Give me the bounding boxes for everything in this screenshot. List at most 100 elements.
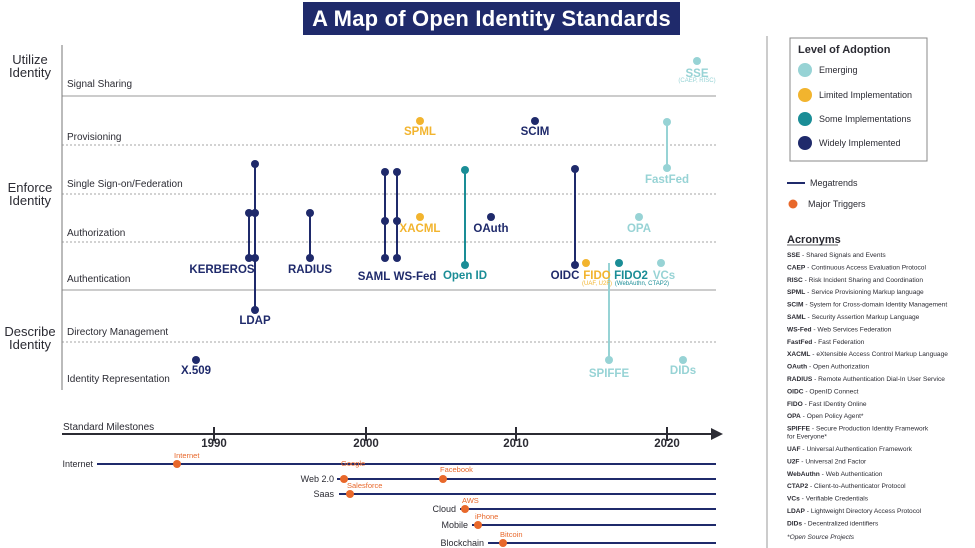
- acronym-definition: Decentralized identifiers: [808, 520, 879, 527]
- acronym-separator: -: [805, 289, 811, 296]
- standard-marker: [416, 117, 424, 125]
- acronym-key: UAF: [787, 446, 801, 453]
- standard-label: OIDC: [551, 270, 580, 282]
- group-label: Identity: [9, 65, 51, 80]
- acronym-entry: XACML - eXtensible Access Control Markup…: [787, 351, 948, 358]
- layer-label: Single Sign-on/Federation: [67, 179, 183, 190]
- trigger-legend-label: Major Triggers: [808, 199, 866, 209]
- acronym-definition: Shared Signals and Events: [806, 252, 886, 259]
- acronym-entry: SSE - Shared Signals and Events: [787, 252, 886, 259]
- standard-marker: [605, 356, 613, 364]
- standard-marker: [251, 160, 259, 168]
- acronym-key: FastFed: [787, 339, 812, 346]
- acronym-key: U2F: [787, 458, 799, 465]
- acronym-key: XACML: [787, 351, 810, 358]
- acronym-entry: FastFed - Fast Federation: [787, 339, 865, 346]
- year-label: 2010: [503, 438, 529, 450]
- standard-label: OPA: [627, 223, 651, 235]
- acronym-key: CAEP: [787, 264, 806, 271]
- legend-swatch: [798, 88, 812, 102]
- acronym-definition: Client-to-Authenticator Protocol: [814, 483, 906, 490]
- trigger-marker: [340, 475, 348, 483]
- group-label: Identity: [9, 193, 51, 208]
- acronym-entry: CAEP - Continuous Access Evaluation Prot…: [787, 264, 926, 271]
- trigger-label: iPhone: [475, 512, 498, 521]
- acronym-key: FIDO: [787, 401, 803, 408]
- legend-swatch: [798, 112, 812, 126]
- acronym-separator: -: [806, 314, 812, 321]
- acronym-separator: -: [800, 496, 806, 503]
- standard-marker: [393, 217, 401, 225]
- acronym-key: OIDC: [787, 388, 804, 395]
- acronym-entry: SPIFFE - Secure Production Identity Fram…: [787, 426, 929, 433]
- megatrend-label: Mobile: [441, 520, 468, 530]
- acronym-entry: DIDs - Decentralized identifiers: [787, 520, 879, 527]
- trigger-marker: [474, 521, 482, 529]
- standard-marker: [245, 254, 253, 262]
- layer-label: Directory Management: [67, 327, 168, 338]
- acronym-entry: SAML - Security Assertion Markup Languag…: [787, 314, 920, 321]
- acronym-entry: OAuth - Open Authorization: [787, 364, 869, 371]
- acronym-separator: -: [803, 401, 809, 408]
- acronym-key: WebAuthn: [787, 471, 820, 478]
- acronym-separator: -: [803, 388, 809, 395]
- acronym-entry: OIDC - OpenID Connect: [787, 388, 859, 395]
- group-label: Utilize: [12, 52, 47, 67]
- acronym-separator: -: [808, 483, 814, 490]
- trigger-marker: [346, 490, 354, 498]
- standard-marker: [693, 57, 701, 65]
- group-label: Describe: [4, 324, 55, 339]
- acronym-definition: Service Provisioning Markup language: [811, 289, 924, 296]
- layer-label: Authentication: [67, 274, 130, 285]
- acronyms-footnote: *Open Source Projects: [787, 534, 855, 541]
- standard-marker: [531, 117, 539, 125]
- standard-marker: [571, 165, 579, 173]
- standard-label: FIDO2: [614, 270, 648, 282]
- acronym-definition: Universal 2nd Factor: [805, 458, 867, 465]
- trigger-marker: [499, 539, 507, 547]
- standard-marker: [663, 118, 671, 126]
- acronym-definition: Verifiable Credentials: [806, 496, 869, 503]
- acronym-definition: Open Authorization: [813, 364, 869, 371]
- acronym-key: OPA: [787, 413, 801, 420]
- standard-label: VCs: [653, 270, 675, 282]
- acronym-separator: -: [807, 364, 813, 371]
- acronym-definition: Web Services Federation: [817, 326, 891, 333]
- acronym-separator: -: [802, 520, 808, 527]
- acronym-key: SCIM: [787, 302, 804, 309]
- standard-label: SPIFFE: [589, 368, 630, 380]
- legend-swatch: [798, 63, 812, 77]
- trigger-marker: [461, 505, 469, 513]
- acronym-separator: -: [801, 446, 807, 453]
- acronym-separator: -: [812, 339, 818, 346]
- standard-marker: [657, 259, 665, 267]
- acronym-definition: Fast IDentity Online: [809, 401, 867, 408]
- standard-label: LDAP: [239, 315, 271, 327]
- legend-item-label: Limited Implementation: [819, 90, 912, 100]
- acronym-definition: Lightweight Directory Access Protocol: [811, 508, 922, 515]
- standard-marker: [251, 209, 259, 217]
- megatrend-label: Cloud: [432, 504, 456, 514]
- acronym-separator: -: [810, 426, 816, 433]
- standard-label: XACML: [400, 223, 441, 235]
- megatrend-label: Internet: [62, 459, 93, 469]
- standard-marker: [393, 254, 401, 262]
- acronym-key: OAuth: [787, 364, 807, 371]
- acronym-entry: OPA - Open Policy Agent*: [787, 413, 864, 420]
- acronym-separator: -: [812, 376, 818, 383]
- legend-title: Level of Adoption: [798, 44, 891, 56]
- acronym-separator: -: [799, 458, 805, 465]
- group-label: Enforce: [8, 180, 53, 195]
- acronym-definition: Remote Authentication Dial-In User Servi…: [818, 376, 945, 383]
- acronym-entry: WebAuthn - Web Authentication: [787, 471, 883, 478]
- trigger-label: Bitcoin: [500, 530, 523, 539]
- standard-label: SPML: [404, 126, 436, 138]
- standard-label: X.509: [181, 365, 211, 377]
- trigger-marker: [173, 460, 181, 468]
- standard-sublabel: (UAF, U2F): [582, 281, 612, 287]
- standard-label: FIDO: [583, 270, 611, 282]
- acronym-key: DIDs: [787, 520, 802, 527]
- standard-marker: [571, 261, 579, 269]
- year-label: 2000: [353, 438, 379, 450]
